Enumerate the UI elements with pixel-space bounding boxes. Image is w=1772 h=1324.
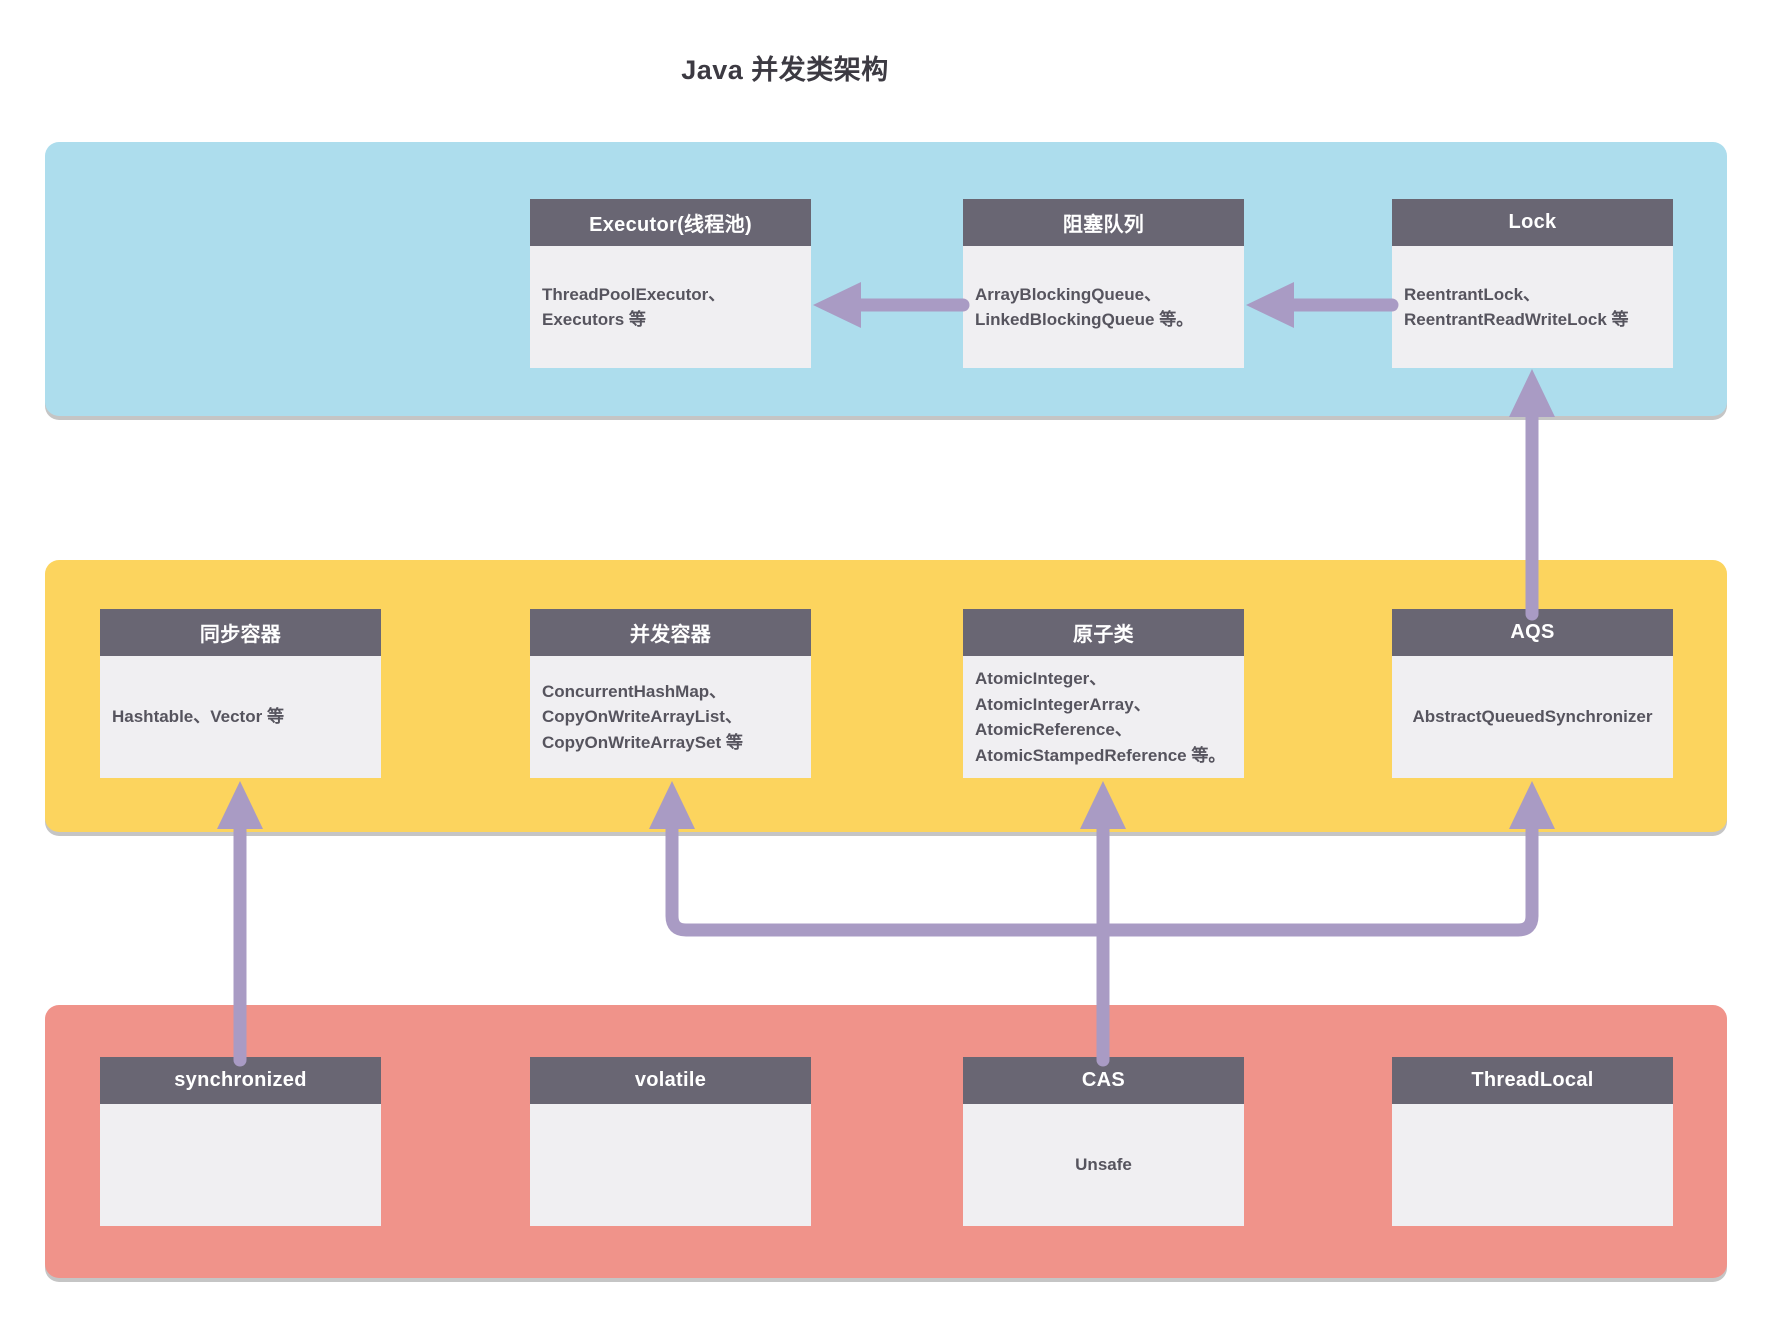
aqs-title: AQS xyxy=(1392,609,1673,656)
atomic-classes-title: 原子类 xyxy=(963,609,1244,656)
lock-body: ReentrantLock、 ReentrantReadWriteLock 等 xyxy=(1392,246,1673,368)
volatile-title: volatile xyxy=(530,1057,811,1104)
blocking-queue-title: 阻塞队列 xyxy=(963,199,1244,246)
box-executor: Executor(线程池) ThreadPoolExecutor、 Execut… xyxy=(530,199,811,368)
cas-body: Unsafe xyxy=(963,1104,1244,1226)
box-sync-container: 同步容器 Hashtable、Vector 等 xyxy=(100,609,381,778)
sync-container-body: Hashtable、Vector 等 xyxy=(100,656,381,778)
sync-container-title: 同步容器 xyxy=(100,609,381,656)
box-lock: Lock ReentrantLock、 ReentrantReadWriteLo… xyxy=(1392,199,1673,368)
box-aqs: AQS AbstractQueuedSynchronizer xyxy=(1392,609,1673,778)
lock-title: Lock xyxy=(1392,199,1673,246)
box-atomic-classes: 原子类 AtomicInteger、 AtomicIntegerArray、 A… xyxy=(963,609,1244,778)
threadlocal-body xyxy=(1392,1104,1673,1226)
threadlocal-title: ThreadLocal xyxy=(1392,1057,1673,1104)
executor-title: Executor(线程池) xyxy=(530,199,811,246)
diagram-title: Java 并发类架构 xyxy=(681,55,889,85)
atomic-classes-body: AtomicInteger、 AtomicIntegerArray、 Atomi… xyxy=(963,656,1244,778)
box-blocking-queue: 阻塞队列 ArrayBlockingQueue、 LinkedBlockingQ… xyxy=(963,199,1244,368)
aqs-body: AbstractQueuedSynchronizer xyxy=(1392,656,1673,778)
box-volatile: volatile xyxy=(530,1057,811,1226)
volatile-body xyxy=(530,1104,811,1226)
concurrent-container-title: 并发容器 xyxy=(530,609,811,656)
synchronized-title: synchronized xyxy=(100,1057,381,1104)
executor-body: ThreadPoolExecutor、 Executors 等 xyxy=(530,246,811,368)
synchronized-body xyxy=(100,1104,381,1226)
concurrent-container-body: ConcurrentHashMap、 CopyOnWriteArrayList、… xyxy=(530,656,811,778)
box-threadlocal: ThreadLocal xyxy=(1392,1057,1673,1226)
box-synchronized: synchronized xyxy=(100,1057,381,1226)
blocking-queue-body: ArrayBlockingQueue、 LinkedBlockingQueue … xyxy=(963,246,1244,368)
box-concurrent-container: 并发容器 ConcurrentHashMap、 CopyOnWriteArray… xyxy=(530,609,811,778)
cas-title: CAS xyxy=(963,1057,1244,1104)
box-cas: CAS Unsafe xyxy=(963,1057,1244,1226)
